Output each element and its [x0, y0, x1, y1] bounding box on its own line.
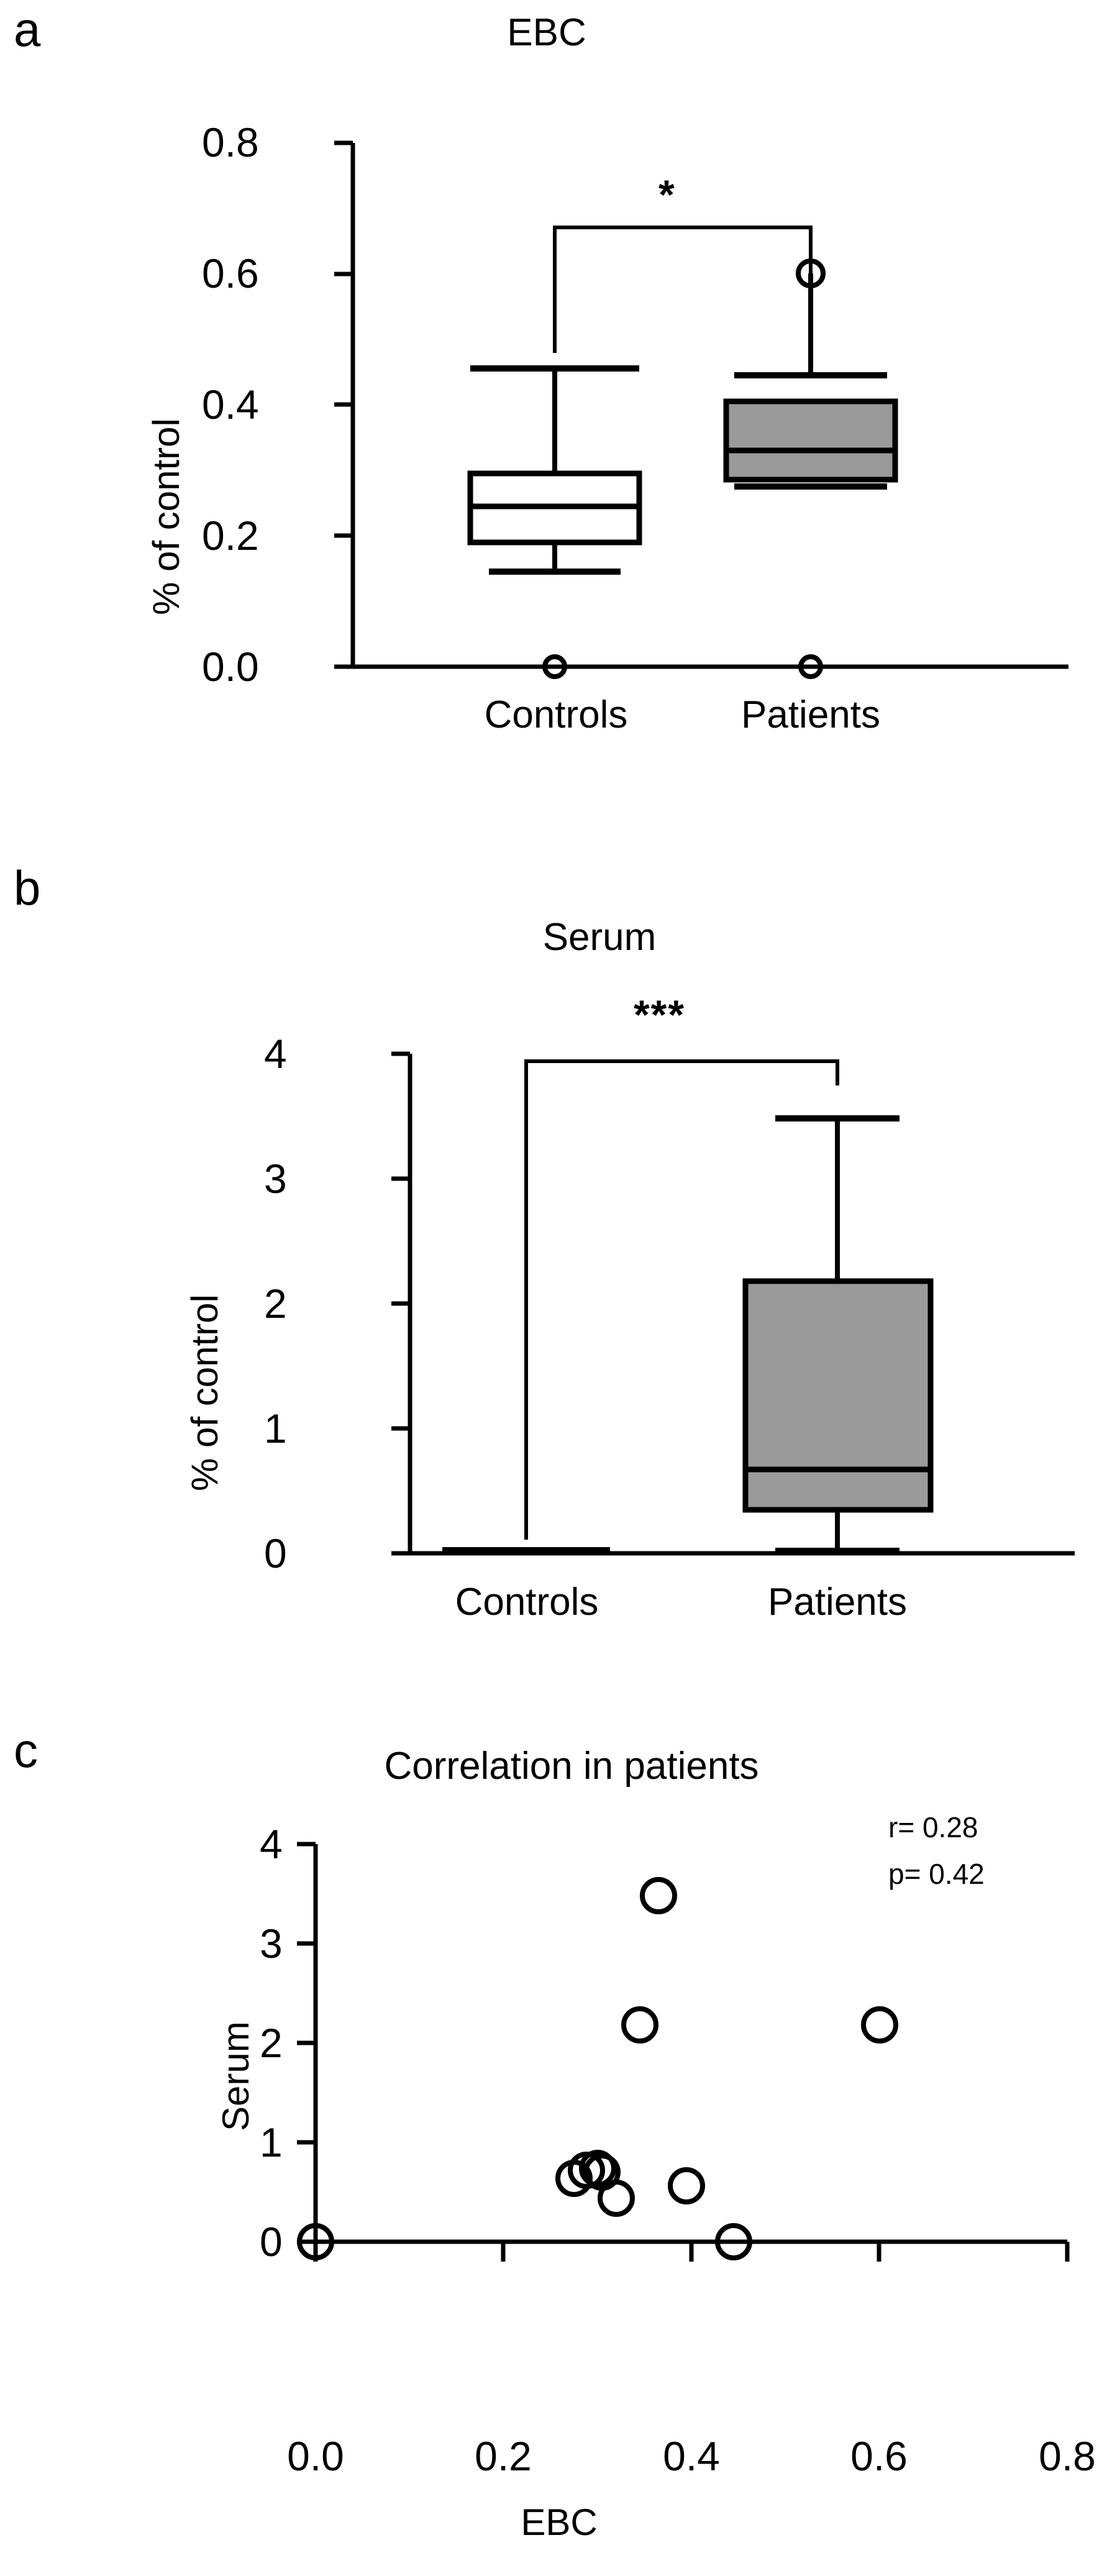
panel-c-ytick-4: 4: [260, 1821, 283, 1867]
panel-a-title: EBC: [507, 11, 586, 54]
panel-c-point: [297, 2223, 334, 2260]
panel-b-ytick-2: 2: [264, 1281, 287, 1327]
panel-c-point: [621, 2006, 658, 2044]
panel-b: b Serum % of control 0 1 2 3 4 *** Contr…: [0, 826, 1107, 1696]
panel-b-patients-box: [742, 1278, 934, 1513]
panel-c-point: [640, 1877, 677, 1914]
panel-a-ytick-2: 0.4: [202, 381, 259, 427]
panel-c-xtick-2: 0.4: [663, 2433, 720, 2479]
panel-c-point: [668, 2167, 705, 2204]
panel-b-ytick-4: 4: [264, 1031, 287, 1077]
panel-a-ytick-3: 0.6: [202, 250, 259, 296]
panel-a-significance: *: [658, 171, 676, 217]
panel-b-category-patients: Patients: [767, 1581, 908, 1624]
panel-a-ytick-1: 0.2: [202, 513, 259, 559]
panel-a: a EBC % of control 0.0 0.2 0.4 0.6 0.8 *…: [0, 0, 1107, 826]
panel-b-significance-bracket: [524, 1059, 839, 1540]
panel-b-significance: ***: [634, 992, 686, 1038]
panel-c-xtick-0: 0.0: [287, 2433, 344, 2479]
panel-c-xtick-3: 0.6: [850, 2433, 908, 2479]
panel-c-letter: c: [14, 1723, 38, 1778]
panel-c: c Correlation in patients Serum EBC r= 0…: [0, 1696, 1107, 2576]
panel-a-patients-outlier-zero: [798, 654, 823, 679]
panel-b-ytick-0: 0: [264, 1530, 287, 1576]
panel-b-plot: [391, 1051, 1075, 1556]
panel-b-letter: b: [14, 861, 41, 915]
panel-a-significance-bracket: [553, 226, 813, 360]
panel-b-category-controls: Controls: [455, 1581, 599, 1624]
panel-c-xtick-4: 0.8: [1039, 2433, 1096, 2479]
panel-c-ytick-3: 3: [260, 1921, 283, 1966]
panel-c-ytick-0: 0: [260, 2219, 283, 2265]
panel-a-controls-outlier-zero: [542, 654, 567, 679]
panel-b-title: Serum: [542, 916, 657, 959]
panel-c-ytick-1: 1: [260, 2119, 283, 2165]
panel-c-r-value: r= 0.28: [888, 1811, 978, 1843]
panel-c-p-value: p= 0.42: [888, 1858, 985, 1890]
panel-c-point: [715, 2223, 752, 2260]
panel-c-point: [861, 2006, 898, 2044]
panel-a-patients-box: [723, 398, 898, 483]
panel-a-letter: a: [14, 2, 41, 57]
panel-a-category-controls: Controls: [484, 693, 628, 736]
panel-c-point: [598, 2180, 635, 2217]
panel-a-patients-outlier-high: [796, 258, 826, 288]
panel-c-point: [579, 2150, 616, 2187]
panel-c-title: Correlation in patients: [384, 1745, 759, 1788]
panel-a-ytick-0: 0.0: [202, 644, 259, 690]
panel-b-ytick-1: 1: [264, 1405, 287, 1451]
panel-c-plot: [297, 1842, 1070, 2262]
panel-b-ytick-3: 3: [264, 1156, 287, 1202]
panel-a-ytick-4: 0.8: [202, 119, 259, 165]
panel-a-plot: [334, 140, 1068, 679]
panel-c-xlabel: EBC: [521, 2501, 598, 2543]
panel-a-category-patients: Patients: [740, 693, 881, 736]
panel-c-xtick-1: 0.2: [475, 2433, 532, 2479]
panel-c-ytick-2: 2: [260, 2020, 283, 2066]
